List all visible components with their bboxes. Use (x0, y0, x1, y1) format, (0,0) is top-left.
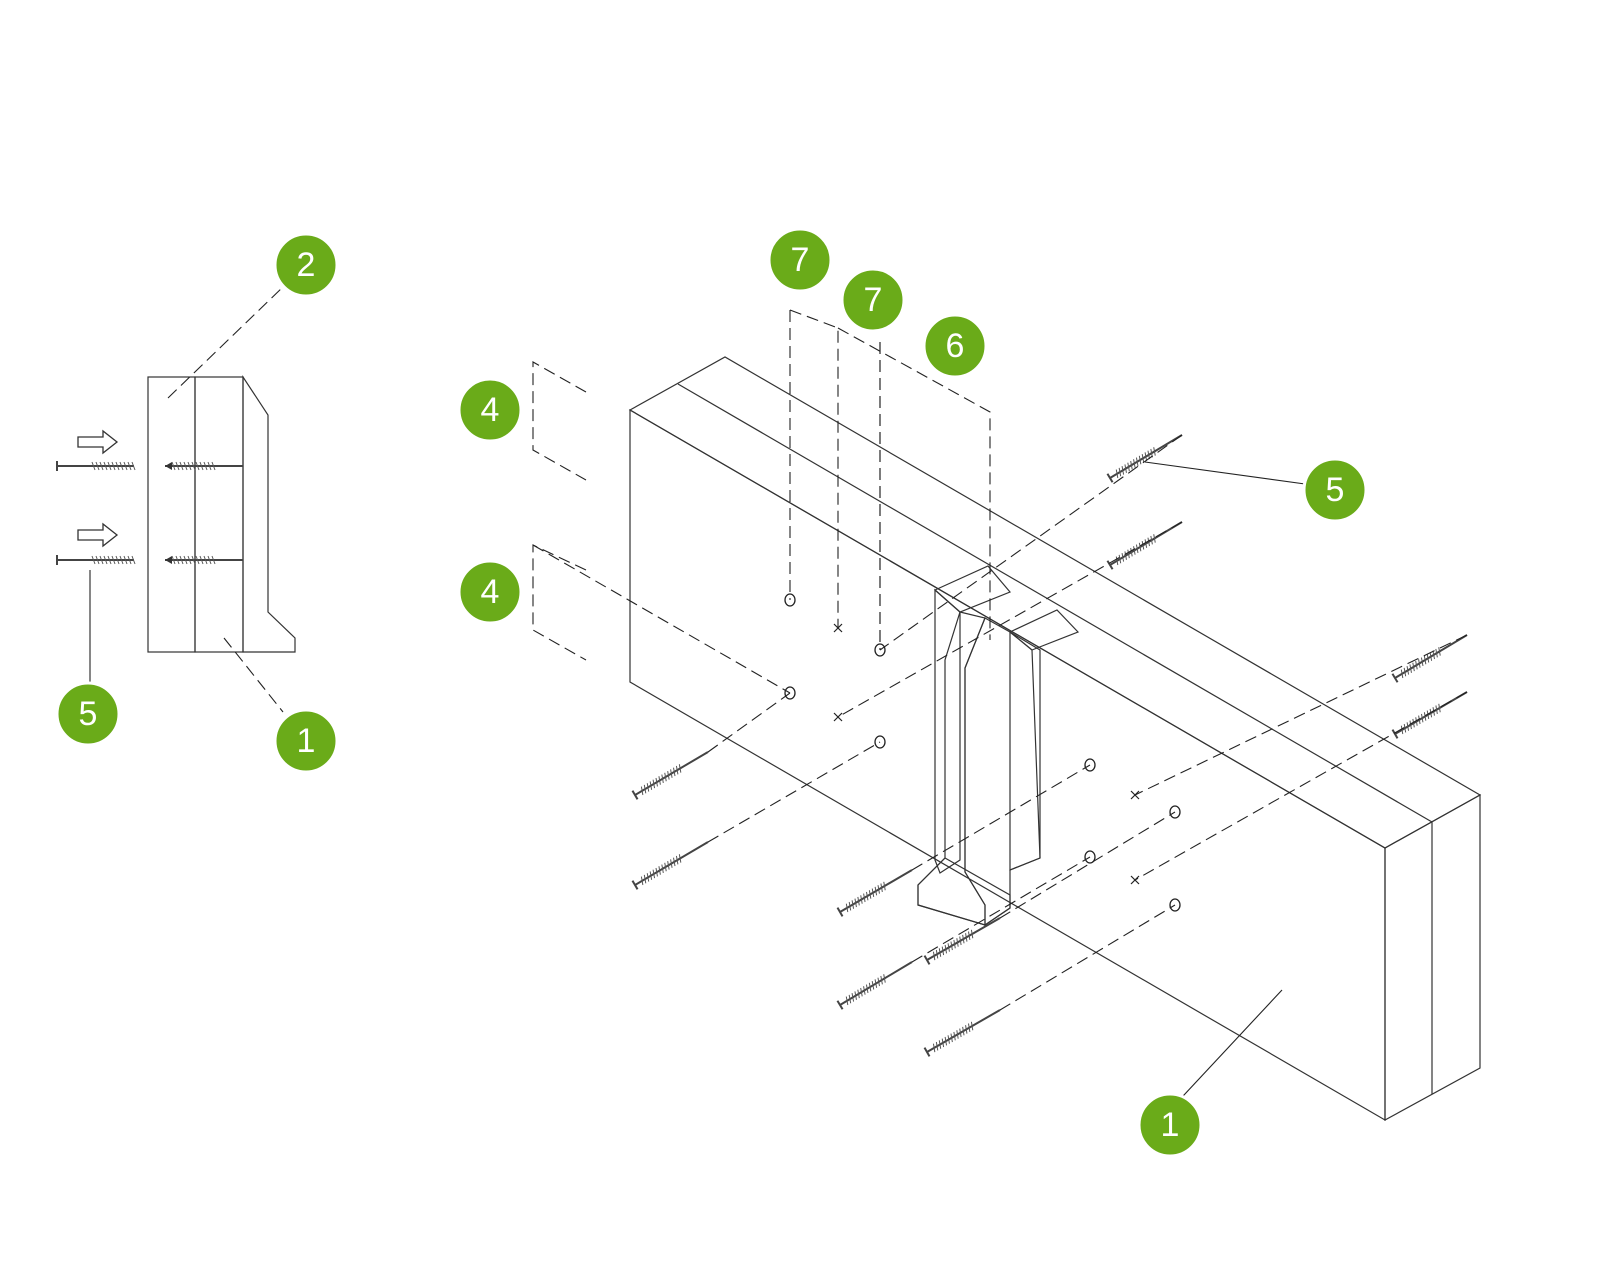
hole-marker (1084, 758, 1096, 772)
hole-marker (1169, 805, 1181, 819)
joist-hanger (917, 565, 1080, 927)
section-view (56, 284, 296, 713)
hole-marker (874, 735, 886, 749)
section-screw-threads (91, 461, 216, 565)
screw (836, 869, 913, 917)
main-beam (628, 356, 1482, 1122)
beam-end-face (1384, 793, 1481, 1122)
beam-front-face (629, 408, 1386, 1122)
screw (1391, 691, 1468, 739)
cross-marker (833, 712, 843, 722)
callout-6-label: 6 (946, 327, 965, 365)
callout-5-right-label: 5 (1326, 471, 1345, 509)
callout-5-left: 5 (55, 681, 121, 747)
hanger-left-wing (934, 588, 961, 874)
cross-marker (1130, 790, 1140, 800)
callout-2-left: 2 (273, 232, 339, 298)
hanger-web-left (917, 611, 986, 926)
cross-marker (1130, 875, 1140, 885)
hole-marker (874, 643, 886, 657)
callout-5-right: 5 (1302, 457, 1368, 523)
screw (1106, 521, 1183, 570)
hole-marker (1169, 898, 1181, 912)
main-leaders (532, 309, 1306, 1111)
callout-7-b-label: 7 (864, 281, 883, 319)
screw (923, 1009, 1001, 1057)
hole-marker (784, 686, 796, 700)
hanger-bottom-seat (917, 857, 1011, 926)
hanger-right-wing (1009, 630, 1041, 871)
hanger-top-flange-left (933, 565, 1011, 613)
hanger-web-right (964, 617, 1041, 927)
screw (631, 751, 709, 800)
callout-1-left: 1 (273, 708, 339, 774)
hole-markers (784, 593, 1181, 912)
callout-7-a-label: 7 (791, 241, 810, 279)
right-arrow-outline-icon (77, 429, 119, 455)
hole-marker (1084, 850, 1096, 864)
callout-4-bottom-label: 4 (481, 573, 500, 611)
section-beam-outer (147, 376, 196, 653)
screw (923, 917, 1001, 965)
right-arrow-outline-icon (77, 522, 119, 548)
screw (1106, 434, 1183, 483)
hole-marker (784, 593, 796, 607)
section-beam-inner (194, 376, 244, 653)
callout-4-bottom: 4 (457, 559, 523, 625)
callout-7-b: 7 (840, 267, 906, 333)
callout-1-left-label: 1 (297, 722, 316, 760)
screw (631, 841, 709, 890)
beam-top-lamella-joint (677, 383, 1433, 823)
hanger-top-flange-right (1008, 609, 1080, 651)
callout-1-right: 1 (1137, 1092, 1203, 1158)
screw (1391, 634, 1468, 683)
fastener-group (631, 434, 1468, 1057)
callout-6: 6 (922, 313, 988, 379)
section-hanger-profile (242, 374, 296, 653)
callout-4-top: 4 (457, 377, 523, 443)
callout-4-top-label: 4 (481, 391, 500, 429)
screw (836, 961, 913, 1010)
callout-7-a: 7 (767, 227, 833, 293)
callout-2-left-label: 2 (297, 246, 316, 284)
callout-5-left-label: 5 (79, 695, 98, 733)
callout-1-right-label: 1 (1161, 1106, 1180, 1144)
